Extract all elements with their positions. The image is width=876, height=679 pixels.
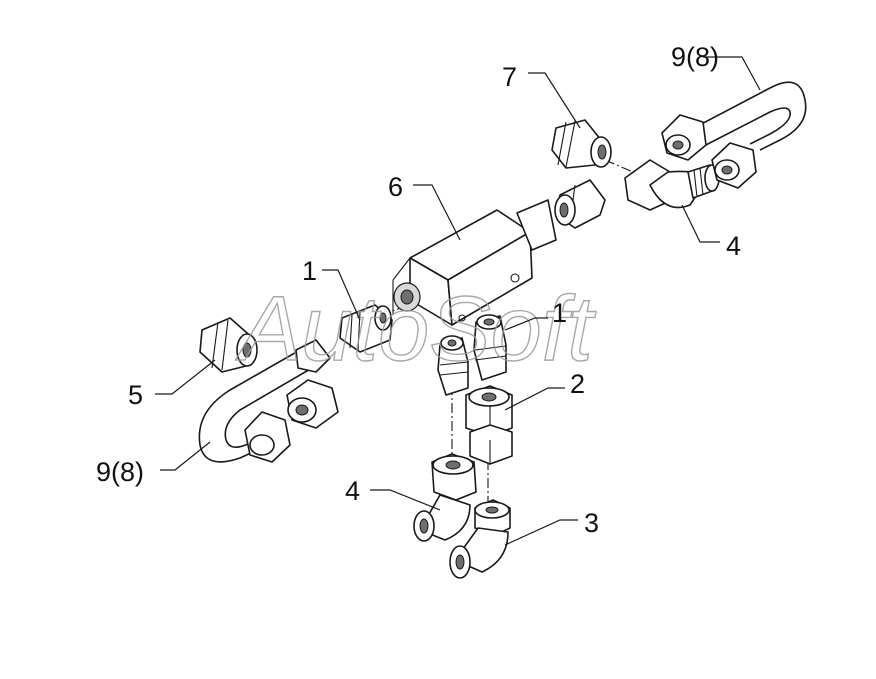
callout-1-right: 1	[552, 298, 567, 328]
callout-9-8-top: 9(8)	[671, 42, 719, 72]
union-nut-part-2	[465, 385, 513, 465]
callout-4-right: 4	[726, 231, 741, 261]
nipple-part-1-center-left	[437, 335, 469, 396]
u-tube-part-98-lower	[198, 339, 339, 463]
nipple-part-1-center-right	[473, 314, 507, 381]
u-tube-part-98-upper	[661, 81, 807, 189]
callout-5: 5	[128, 380, 143, 410]
callout-labels: 7 9(8) 6 1 1 2 4 5 9(8) 4 3	[96, 42, 741, 538]
leader-lines	[155, 56, 761, 546]
nipple-part-1-left	[339, 304, 393, 353]
callout-3: 3	[584, 508, 599, 538]
elbow-fitting-part-4-upper	[624, 159, 720, 211]
adapter-part-5	[199, 317, 258, 373]
callout-6: 6	[388, 172, 403, 202]
adapter-upper-middle	[554, 179, 606, 229]
adapter-part-7	[551, 119, 612, 169]
elbow-fitting-part-3	[449, 499, 511, 579]
valve-block-part-6	[392, 199, 557, 326]
callout-4-bottom: 4	[345, 476, 360, 506]
callout-7: 7	[502, 62, 517, 92]
watermark-text: AutoSoft	[235, 278, 596, 380]
elbow-fitting-part-4-lower	[413, 453, 477, 542]
callout-2: 2	[570, 369, 585, 399]
callout-1-left: 1	[302, 256, 317, 286]
callout-9-8-left: 9(8)	[96, 457, 144, 487]
